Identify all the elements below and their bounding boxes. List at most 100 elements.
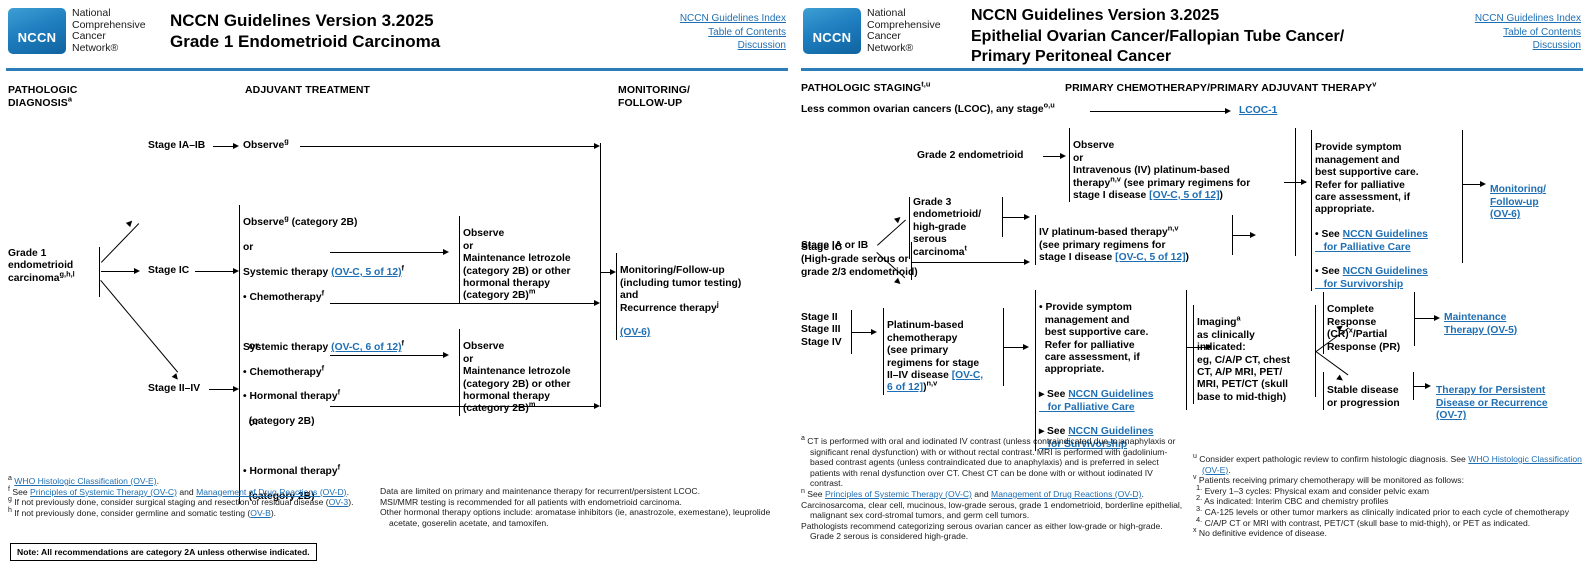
arrow-to-monitoring-right <box>1480 180 1486 187</box>
branch-arrow-ic <box>134 267 140 274</box>
col-heading-adjuvant-treatment: ADJUVANT TREATMENT <box>245 84 371 96</box>
line-ic-chemo <box>330 252 446 253</box>
node-palliative-2: • Provide symptom management and best su… <box>1035 290 1185 452</box>
node-stage-ii-iv: Stage II–IV <box>148 383 201 394</box>
page-title-right-line1: NCCN Guidelines Version 3.2025 <box>971 7 1220 24</box>
stage-ic-bracket <box>911 242 912 280</box>
link-table-of-contents-right[interactable]: Table of Contents <box>1503 26 1581 38</box>
link-ovc-5of12-c[interactable]: [OV-C, 5 of 12] <box>1115 252 1186 264</box>
link-nccn-survivorship-1[interactable]: NCCN Guidelines for Survivorship <box>1315 266 1428 290</box>
link-discussion-right[interactable]: Discussion <box>1532 40 1581 51</box>
page-title-line1: NCCN Guidelines Version 3.2025 <box>170 11 434 30</box>
arrow-iiiv-chemo <box>443 351 449 358</box>
page-title-right-line2: Epithelial Ovarian Cancer/Fallopian Tube… <box>971 27 1345 45</box>
link-who-histologic-classification-right[interactable]: WHO Histologic Classification (OV-E) <box>1202 454 1582 475</box>
stable-bracket-left <box>1323 372 1324 400</box>
line-stages-2-4 <box>851 332 875 333</box>
arrow-line-stage-ii-iv <box>209 389 235 390</box>
arrow-to-monitoring <box>610 268 616 275</box>
col-heading-monitoring-followup: MONITORING/FOLLOW-UP <box>618 84 691 109</box>
link-monitoring-followup-ov6[interactable]: Monitoring/Follow-up(OV-6) <box>1490 184 1547 221</box>
link-guidelines-index[interactable]: NCCN Guidelines Index <box>679 13 786 24</box>
arrow-iv-platinum <box>1250 231 1256 238</box>
line-to-monitoring <box>600 272 614 273</box>
arrow-observe-to-monitoring <box>594 142 600 149</box>
observe-iv-bracket <box>1069 128 1070 194</box>
link-principles-systemic-therapy[interactable]: Principles of Systemic Therapy (OV-C) <box>30 486 177 497</box>
header-rule <box>6 68 788 71</box>
link-who-histologic-classification[interactable]: WHO Histologic Classification (OV-E) <box>14 476 157 486</box>
link-nccn-palliative-care-2[interactable]: NCCN Guidelines for Palliative Care <box>1039 389 1154 413</box>
left-footnotes-col2: Data are limited on primary and maintena… <box>380 486 780 528</box>
monitoring-collector-line <box>600 143 601 407</box>
monitoring-bracket <box>616 253 617 315</box>
footnote-v-item-3: 3. CA-125 levels or other tumor markers … <box>1196 504 1569 517</box>
link-nccn-palliative-care-1[interactable]: NCCN Guidelines for Palliative Care <box>1315 229 1428 253</box>
line-grade2 <box>1043 156 1063 157</box>
link-nccn-survivorship-2[interactable]: NCCN Guidelines for Survivorship <box>1039 426 1154 450</box>
line-platinum-chemo <box>1003 347 1027 348</box>
line-iv-platinum <box>1232 235 1254 236</box>
link-ovc-6of12-b[interactable]: [OV-C,6 of 12] <box>887 370 984 394</box>
palliative-1-bracket <box>1311 130 1312 263</box>
node-stage-ia-ib: Stage IA–IB <box>148 140 206 151</box>
link-guidelines-index-right[interactable]: NCCN Guidelines Index <box>1474 13 1581 24</box>
link-discussion[interactable]: Discussion <box>737 40 786 51</box>
link-ov-3[interactable]: OV-3 <box>328 497 349 508</box>
link-ovc-6of12-a[interactable]: (OV-C, 6 of 12) <box>331 342 402 354</box>
link-management-drug-reactions-right[interactable]: Management of Drug Reactions (OV-D) <box>991 488 1142 499</box>
line-cr-pr <box>1414 318 1438 319</box>
link-ovc-5of12-b[interactable]: [OV-C, 5 of 12] <box>1149 190 1220 202</box>
nccn-logo-words: National Comprehensive Cancer Network® <box>72 7 146 54</box>
link-lcoc-1[interactable]: LCOC-1 <box>1239 105 1278 116</box>
maintenance-2-bracket <box>459 329 460 405</box>
palliative1-collector <box>1295 128 1296 256</box>
node-lcoc: Less common ovarian cancers (LCOC), any … <box>801 100 1055 115</box>
arrow-cr-pr <box>1434 314 1440 321</box>
cr-pr-bracket-right <box>1414 292 1415 346</box>
line-to-monitoring-right <box>1462 184 1484 185</box>
nccn-logo-badge-right: NCCN <box>803 8 861 55</box>
arrow-line-stage-ia-ib <box>213 146 235 147</box>
right-page: NCCN National Comprehensive Cancer Netwo… <box>795 0 1589 581</box>
nccn-logo: NCCN National Comprehensive Cancer Netwo… <box>8 7 146 55</box>
footnote-v-item-2: 2. As indicated: Interim CBC and chemist… <box>1196 493 1389 507</box>
header-links: NCCN Guidelines Index Table of Contents … <box>680 12 786 53</box>
link-ov-b[interactable]: OV-B <box>250 507 271 518</box>
node-monitoring: Monitoring/Follow-up(including tumor tes… <box>616 253 776 340</box>
platinum-chemo-bracket-left <box>883 308 884 386</box>
page-title-right-line3: Primary Peritoneal Cancer <box>971 48 1172 65</box>
nccn-logo-words-right: National Comprehensive Cancer Network® <box>867 7 941 54</box>
link-principles-systemic-therapy-right[interactable]: Principles of Systemic Therapy (OV-C) <box>824 488 972 499</box>
right-footnotes-col1: a CT is performed with oral and iodinate… <box>801 435 1187 542</box>
link-management-drug-reactions[interactable]: Management of Drug Reactions (OV-D) <box>196 486 347 497</box>
link-ov-6[interactable]: (OV-6) <box>620 327 651 339</box>
footnote-f: f See Principles of Systemic Therapy (OV… <box>8 485 349 497</box>
link-table-of-contents[interactable]: Table of Contents <box>708 26 786 38</box>
col-heading-primary-chemo: PRIMARY CHEMOTHERAPY/PRIMARY ADJUVANT TH… <box>1065 79 1377 94</box>
footnote-g: g If not previously done, consider surgi… <box>8 496 354 508</box>
footnote-v-text: Patients receiving primary chemotherapy … <box>1198 475 1464 486</box>
line-iiiv-hormonal <box>330 406 598 407</box>
line-observe-to-monitoring <box>300 146 598 147</box>
palliative-2-bracket-left <box>1035 290 1036 410</box>
line-stable <box>1413 386 1429 387</box>
arrow-head-stage-ia-ib <box>233 142 239 149</box>
node-stage-ia-or-ib: Stage IA or IB <box>801 240 869 251</box>
link-ovc-5of12-a[interactable]: (OV-C, 5 of 12) <box>331 267 402 279</box>
arrow-lcoc <box>1225 107 1231 114</box>
nccn-logo-right: NCCN National Comprehensive Cancer Netwo… <box>803 7 941 55</box>
arrow-stage-ic-right <box>1024 258 1030 265</box>
iiiv-treatment-bracket <box>239 330 240 430</box>
col-heading-pathologic-staging: PATHOLOGIC STAGINGt,u <box>801 79 931 94</box>
arrow-iiiv-hormonal <box>594 402 600 409</box>
arrow-ic-chemo <box>443 248 449 255</box>
